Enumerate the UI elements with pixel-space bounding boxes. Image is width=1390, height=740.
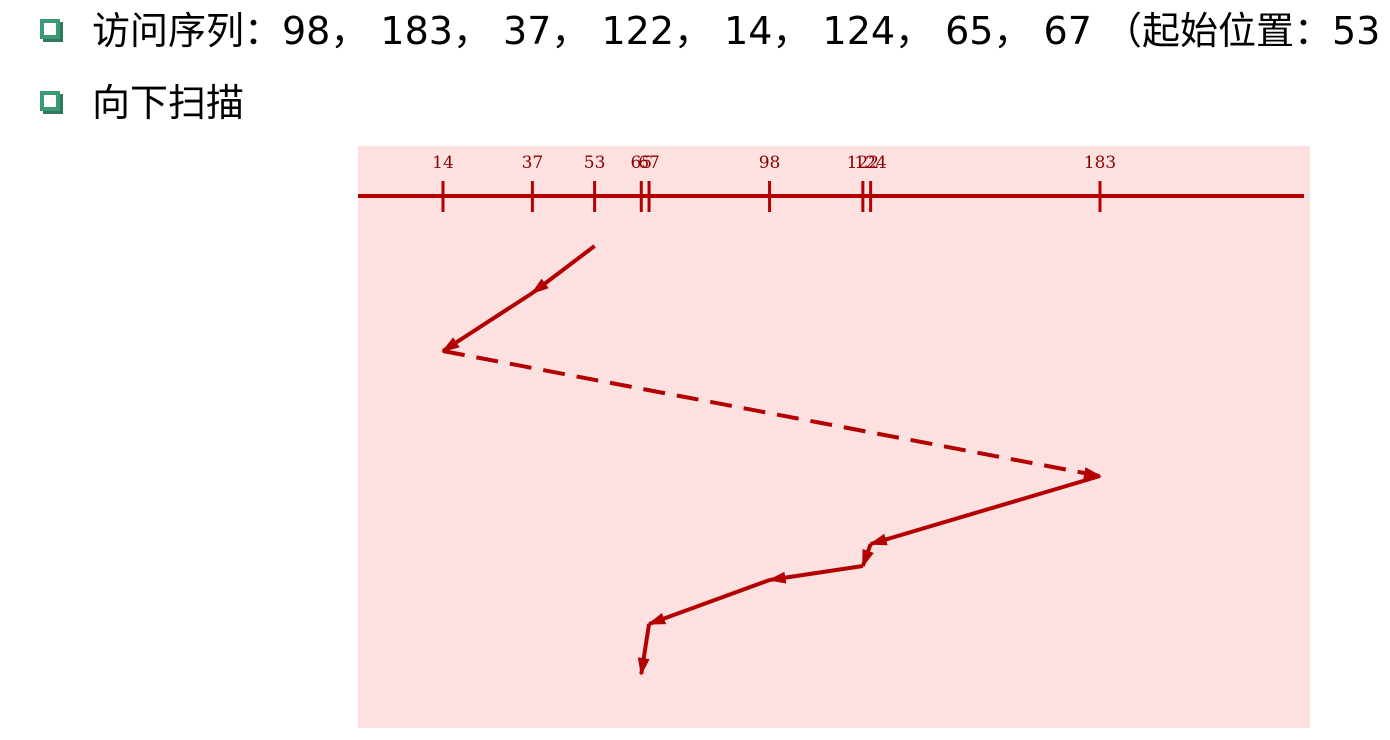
diagram-background [358, 146, 1310, 728]
scan-arrow-183-to-124 [868, 474, 1101, 546]
track-label-37: 37 [522, 153, 544, 173]
scan-arrow-53-to-37 [530, 244, 596, 295]
scan-arrow-122-to-98 [767, 564, 864, 584]
access-sequence-text: 访问序列：98， 183， 37， 122， 14， 124， 65， 67 （… [92, 9, 1381, 53]
scan-arrow-98-to-67 [647, 578, 771, 626]
track-label-53: 53 [584, 153, 606, 173]
track-label-65: 65 [630, 153, 652, 173]
track-label-67: 67 [638, 153, 660, 173]
bullet-access-sequence: 访问序列：98， 183， 37， 122， 14， 124， 65， 67 （… [40, 12, 1380, 50]
track-label-124: 124 [854, 153, 886, 173]
track-label-122: 122 [847, 153, 879, 173]
scan-arrow-37-to-14 [441, 291, 534, 353]
scan-arrow-14-to-183 [442, 349, 1102, 479]
square-bullet-icon [40, 19, 60, 39]
scan-direction-text: 向下扫描 [92, 81, 245, 125]
track-label-183: 183 [1084, 153, 1116, 173]
scan-arrow-67-to-65 [637, 623, 652, 676]
scan-arrow-124-to-122 [860, 543, 874, 568]
track-label-98: 98 [759, 153, 781, 173]
track-label-14: 14 [432, 153, 454, 173]
bullet-scan-direction: 向下扫描 [40, 84, 244, 122]
square-bullet-icon [40, 91, 60, 111]
